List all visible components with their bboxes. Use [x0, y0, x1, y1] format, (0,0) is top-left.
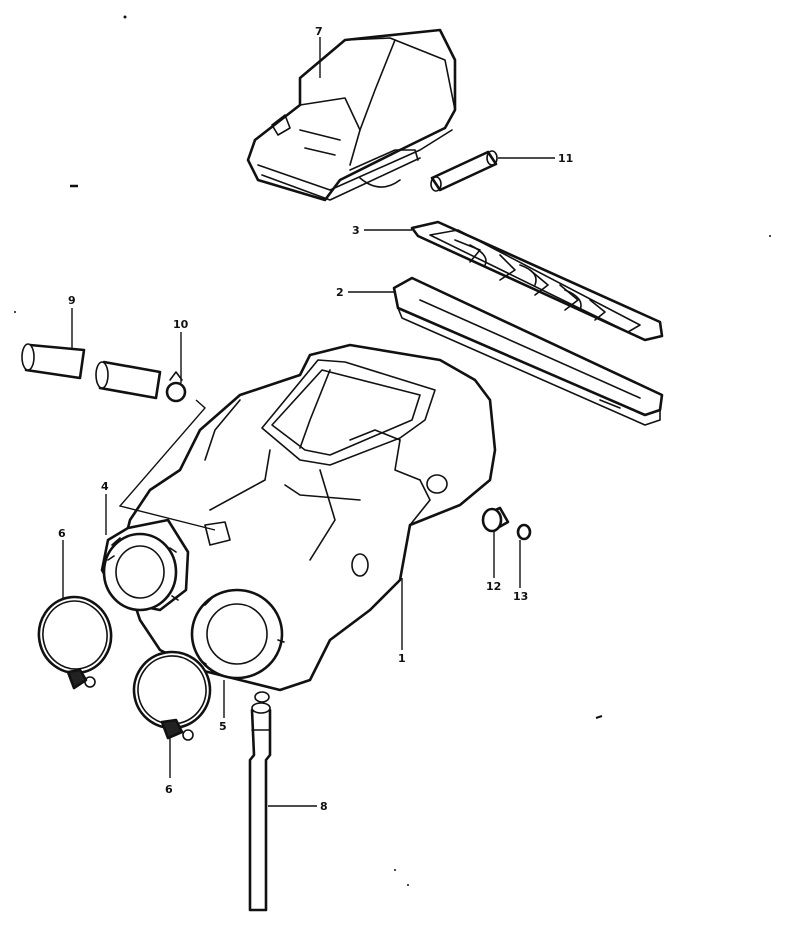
- callout-13: 13: [513, 590, 528, 603]
- part-1-housing: [118, 343, 497, 703]
- callout-8: 8: [320, 800, 328, 813]
- callout-5: 5: [219, 720, 227, 733]
- part-10-clip: [165, 371, 187, 403]
- part-8-drain-tube: [248, 702, 272, 912]
- callout-2: 2: [336, 286, 344, 299]
- callout-11: 11: [558, 152, 573, 165]
- callout-1: 1: [398, 652, 406, 665]
- part-6-clamp-rear: [37, 595, 113, 690]
- part-5-intake-boot: [190, 588, 285, 680]
- part-4-intake-boot: [100, 518, 190, 612]
- callout-12: 12: [486, 580, 501, 593]
- callout-10: 10: [173, 318, 189, 331]
- callout-6b: 6: [165, 783, 173, 796]
- callout-6a: 6: [58, 527, 66, 540]
- callout-3: 3: [352, 224, 360, 237]
- part-2-filter-element: [392, 276, 664, 426]
- part-3-filter-screen: [410, 220, 664, 342]
- part-9-hoses: [21, 343, 162, 400]
- part-6-clamp-front: [132, 650, 212, 741]
- callout-7: 7: [315, 25, 323, 38]
- part-12-grommet: [481, 506, 510, 533]
- part-7-cover: [246, 28, 457, 202]
- part-13-plug: [516, 523, 532, 541]
- callout-4: 4: [101, 480, 109, 493]
- part-11-pipe: [430, 150, 498, 192]
- callout-9: 9: [68, 294, 76, 307]
